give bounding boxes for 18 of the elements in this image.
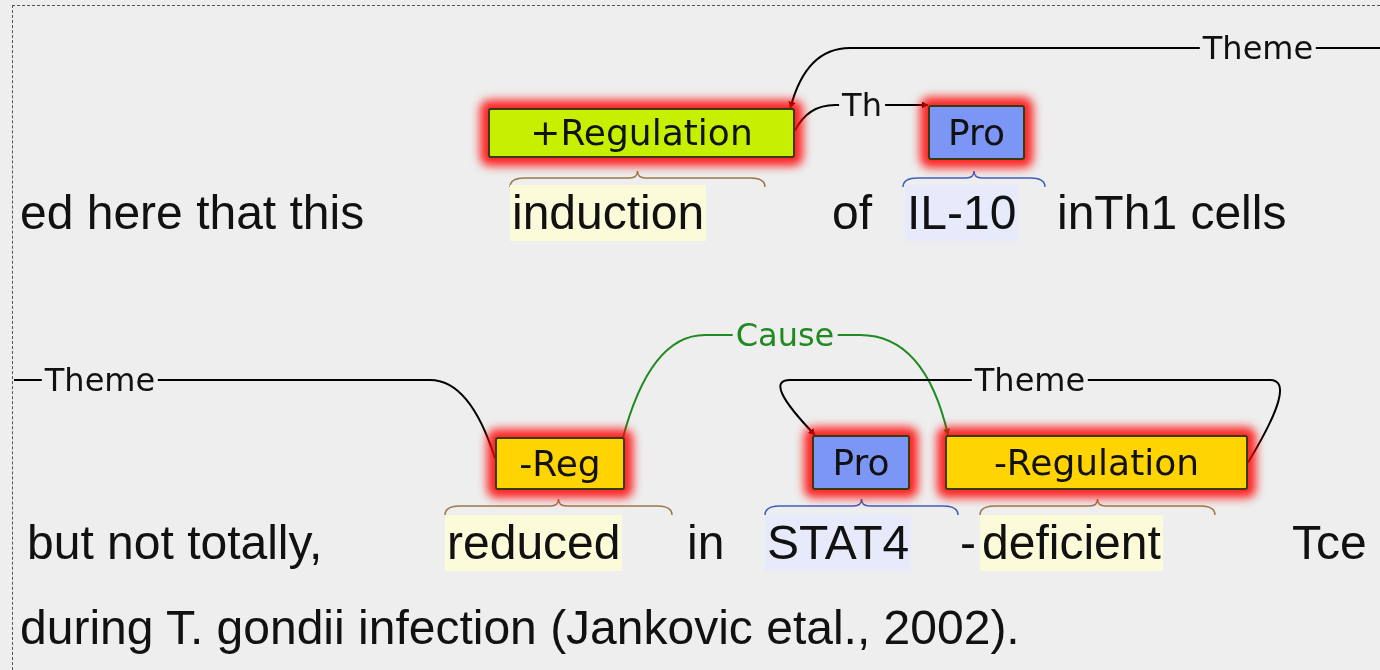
highlighted-text: STAT4	[765, 515, 912, 571]
highlighted-text: reduced	[445, 515, 623, 571]
annotation-label: Pro	[928, 105, 1025, 160]
annotation-label: +Regulation	[488, 108, 795, 158]
sentence-text: in	[686, 515, 726, 571]
annotation-label: Pro	[812, 435, 910, 490]
annotation-label: -Reg	[495, 437, 625, 490]
sentence-text: of	[831, 185, 874, 241]
highlighted-text: induction	[510, 185, 707, 241]
sentence-text: Tce	[1291, 515, 1368, 571]
highlighted-text: deficient	[980, 515, 1163, 571]
annotation-label: -Regulation	[945, 435, 1248, 490]
sentence-text: during T. gondii infection (Jankovic etal., 2002).	[19, 600, 1021, 656]
sentence-text: -	[959, 515, 977, 571]
sentence-text: but not totally,	[26, 515, 324, 571]
sentence-text: ed here that this	[19, 185, 366, 241]
highlighted-text: IL-10	[905, 185, 1019, 241]
sentence-text: inTh1 cells	[1056, 185, 1288, 241]
